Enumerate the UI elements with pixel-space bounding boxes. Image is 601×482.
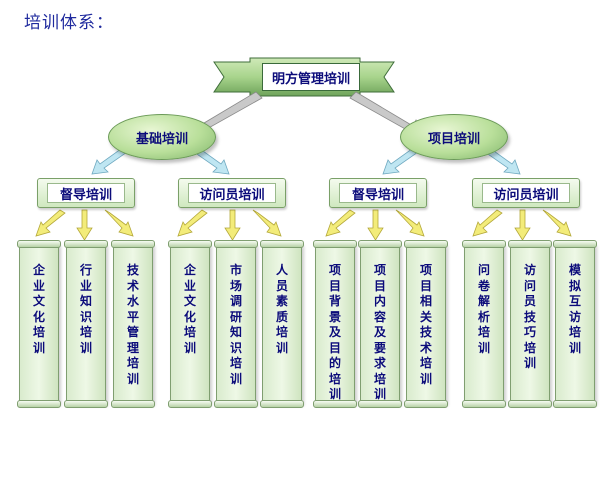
course-scroll: 行业知识培训 (64, 240, 108, 408)
course-scroll: 企业文化培训 (168, 240, 212, 408)
course-scroll: 项目背景及目的培训 (313, 240, 357, 408)
course-label: 访问员技巧培训 (523, 263, 536, 370)
course-label: 人员素质培训 (275, 263, 288, 355)
category-project-training: 项目培训 (400, 114, 508, 160)
group-interviewer-basic: 访问员培训 (178, 178, 286, 208)
course-label: 企业文化培训 (32, 263, 45, 355)
course-scroll: 访问员技巧培训 (508, 240, 552, 408)
course-label: 问卷解析培训 (477, 263, 490, 355)
root-to-category-arrows (189, 91, 423, 139)
course-scroll: 技术水平管理培训 (111, 240, 155, 408)
course-scroll: 模拟互访培训 (553, 240, 597, 408)
group-to-course-arrows (35, 209, 572, 241)
course-scroll: 市场调研知识培训 (214, 240, 258, 408)
root-node: 明方管理培训 (262, 63, 360, 91)
group-label: 督导培训 (47, 183, 125, 203)
course-label: 模拟互访培训 (568, 263, 581, 355)
course-scroll: 项目内容及要求培训 (358, 240, 402, 408)
course-label: 项目相关技术培训 (419, 263, 432, 386)
course-label: 市场调研知识培训 (229, 263, 242, 386)
group-interviewer-project: 访问员培训 (472, 178, 580, 208)
page-title: 培训体系： (24, 13, 114, 33)
course-label: 企业文化培训 (183, 263, 196, 355)
group-label: 访问员培训 (482, 183, 570, 203)
group-supervisor-basic: 督导培训 (37, 178, 135, 208)
group-label: 访问员培训 (188, 183, 276, 203)
course-scroll: 人员素质培训 (260, 240, 304, 408)
course-scroll: 问卷解析培训 (462, 240, 506, 408)
course-scroll: 企业文化培训 (17, 240, 61, 408)
category-basic-training: 基础培训 (108, 114, 216, 160)
course-label: 行业知识培训 (79, 263, 92, 355)
group-supervisor-project: 督导培训 (329, 178, 427, 208)
course-scroll: 项目相关技术培训 (404, 240, 448, 408)
course-label: 技术水平管理培训 (126, 263, 139, 386)
course-label: 项目内容及要求培训 (373, 263, 386, 401)
course-label: 项目背景及目的培训 (328, 263, 341, 401)
group-label: 督导培训 (339, 183, 417, 203)
